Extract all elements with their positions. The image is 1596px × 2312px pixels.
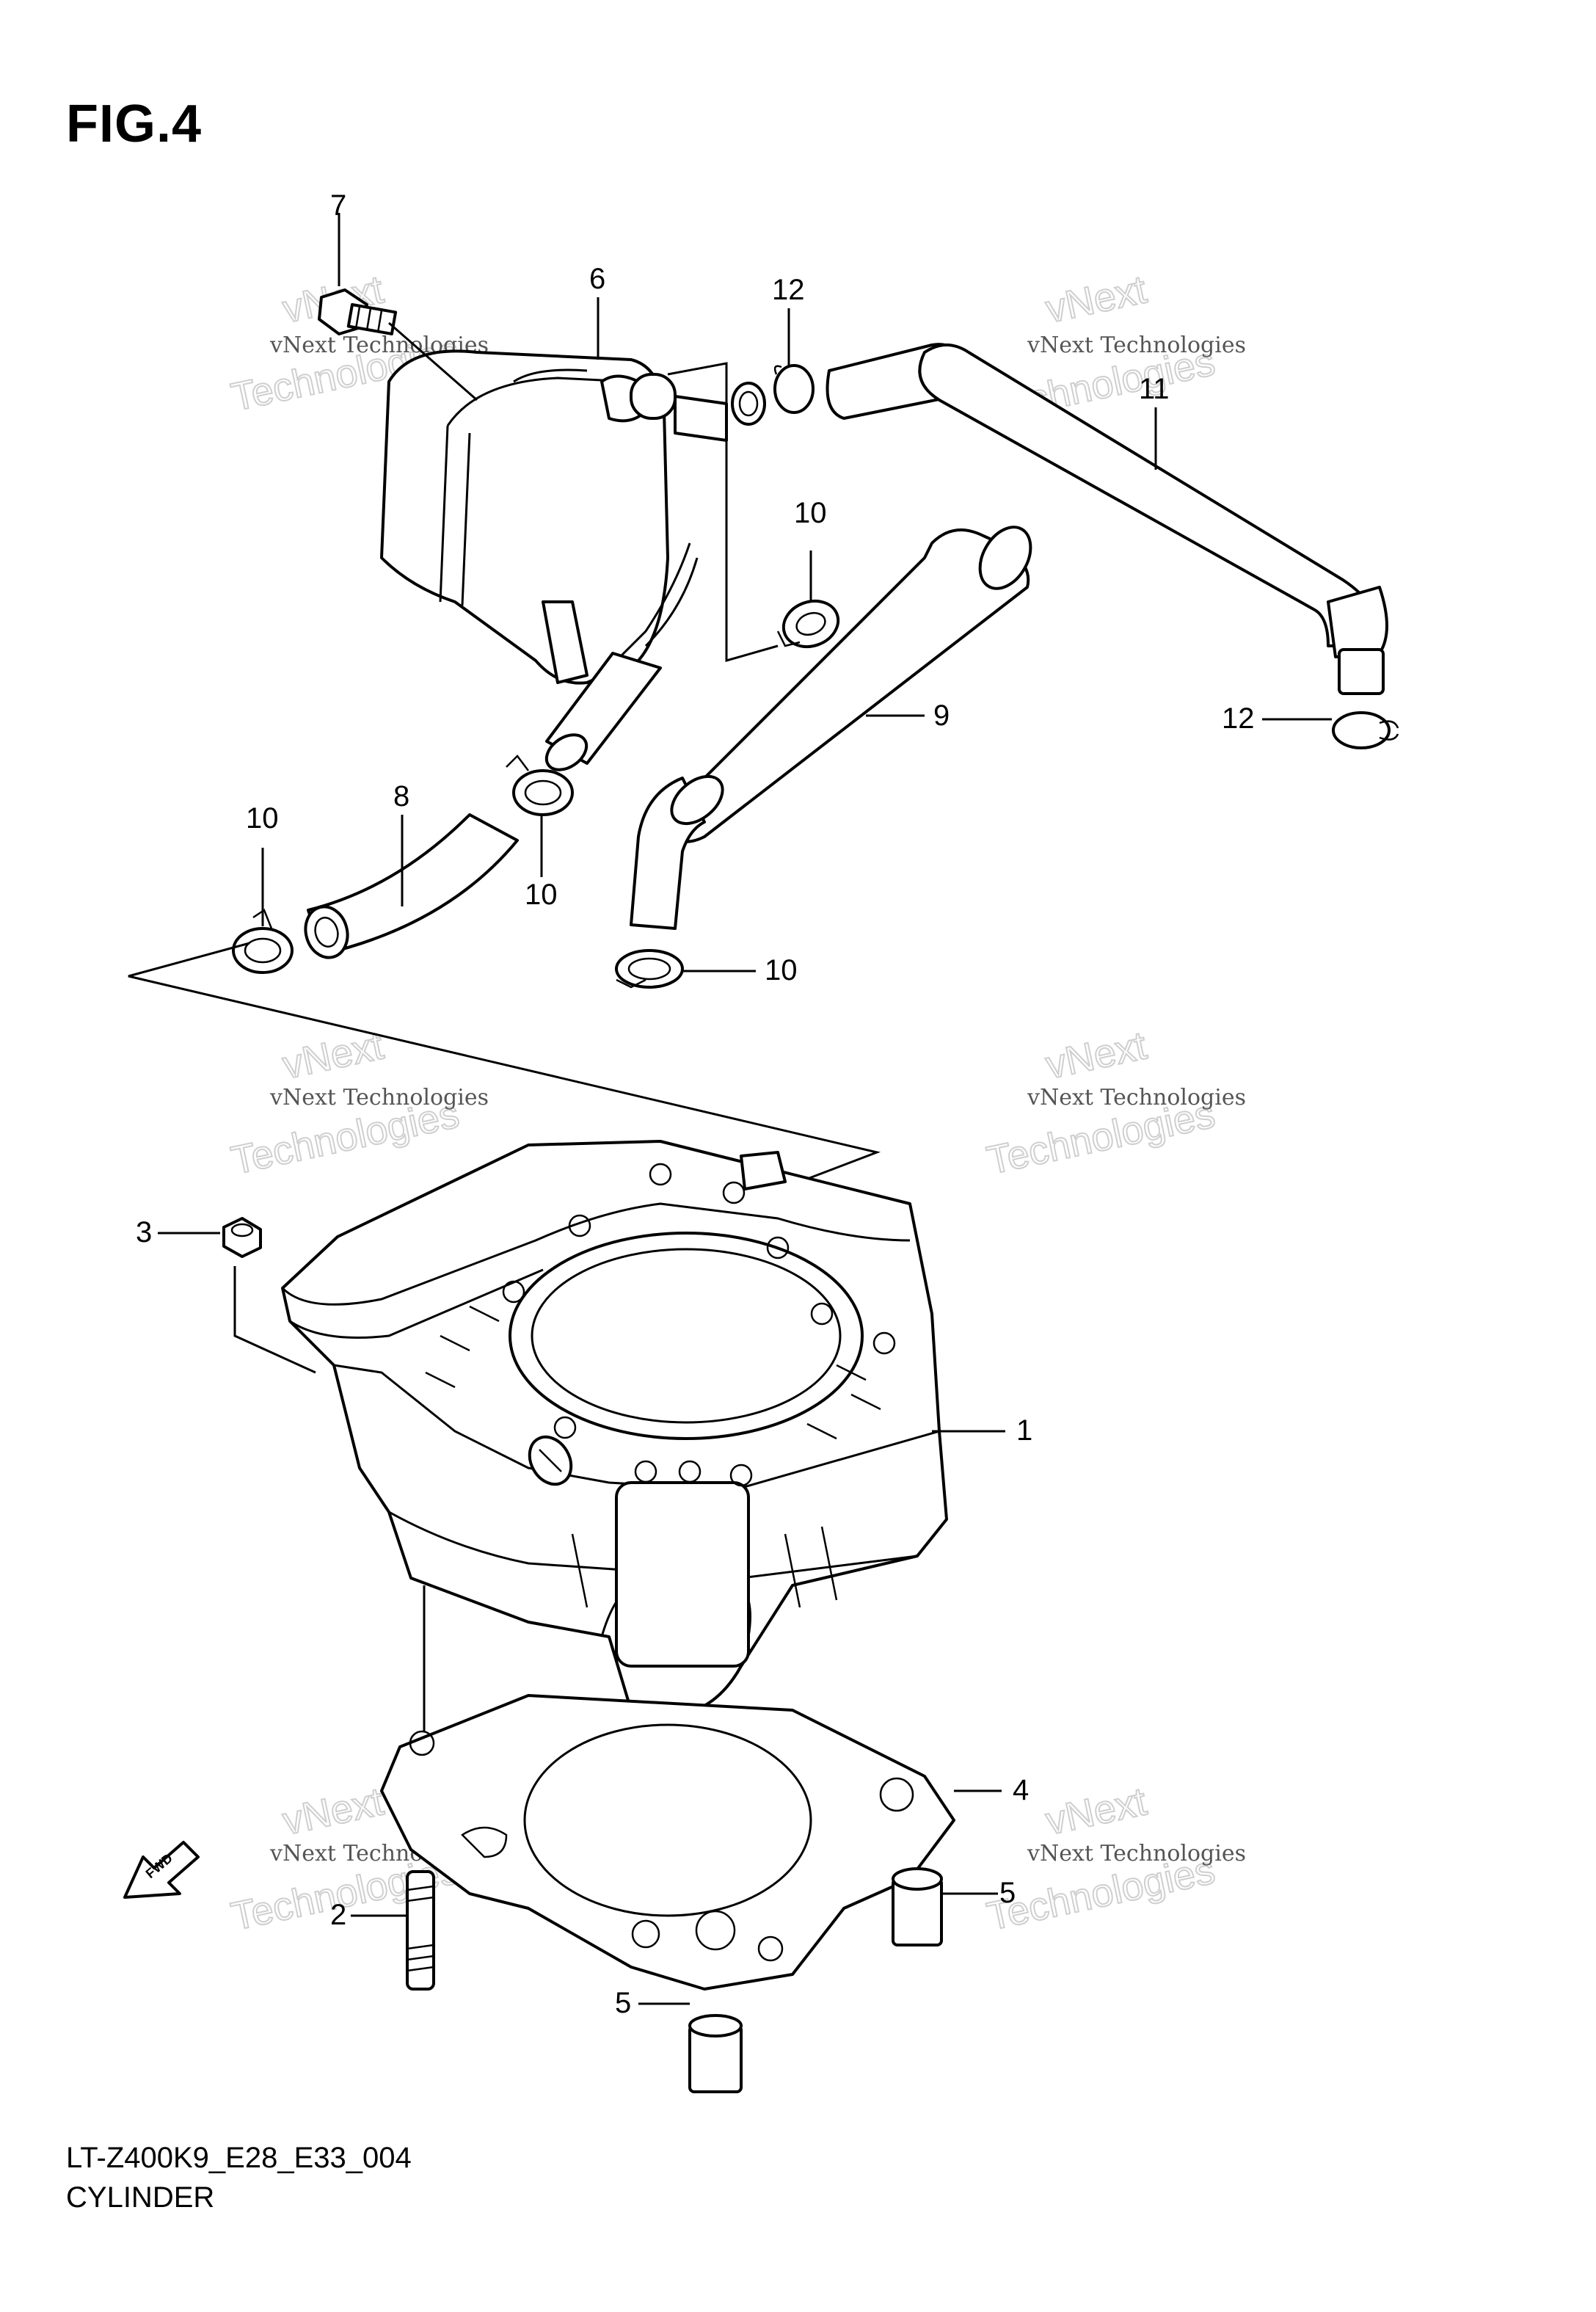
- part-9-hose: [630, 526, 1032, 930]
- part-12-ring-lower: [1332, 711, 1399, 749]
- svg-text:vNext Technologies: vNext Technologies: [1027, 1841, 1246, 1866]
- part-12-ring-upper: [773, 364, 815, 414]
- svg-text:vNext: vNext: [1042, 1023, 1151, 1087]
- callout-10-left: 10: [246, 802, 279, 835]
- callout-leaders: [158, 297, 1332, 2005]
- part-10-clamp-c: [232, 909, 294, 974]
- callout-5-right: 5: [999, 1877, 1016, 1909]
- callout-2: 2: [330, 1899, 346, 1931]
- callout-9: 9: [933, 699, 950, 732]
- part-2-stud: [406, 1870, 435, 1991]
- callout-7: 7: [330, 189, 346, 222]
- svg-text:vNext Technologies: vNext Technologies: [1027, 332, 1246, 358]
- callout-3: 3: [136, 1216, 152, 1248]
- callout-10-upper: 10: [794, 497, 827, 529]
- svg-text:vNext: vNext: [279, 1779, 387, 1843]
- svg-text:vNext: vNext: [1042, 267, 1151, 331]
- part-7-bolt: [318, 288, 478, 401]
- svg-text:vNext Technologies: vNext Technologies: [1027, 1085, 1246, 1110]
- callout-10-middle: 10: [525, 879, 558, 911]
- part-6-outlet-nipple: [630, 373, 766, 442]
- fwd-arrow-icon: FWD: [123, 1841, 200, 1899]
- part-10-clamp-b: [506, 755, 574, 816]
- part-5-dowel-bottom: [688, 2014, 743, 2093]
- figure-title: FIG.4: [66, 95, 203, 153]
- svg-text:vNext: vNext: [1042, 1779, 1151, 1843]
- footer-section-name: CYLINDER: [66, 2181, 215, 2214]
- footer-model-code: LT-Z400K9_E28_E33_004: [66, 2142, 412, 2174]
- callout-12-upper: 12: [772, 274, 805, 306]
- part-4-gasket: [380, 1694, 955, 1991]
- watermark-mid-left: vNext Technologies vNext Technologies: [227, 1022, 489, 1183]
- callout-12-lower: 12: [1222, 702, 1255, 735]
- callout-5-bottom: 5: [615, 1987, 631, 2019]
- callout-8: 8: [393, 780, 409, 813]
- part-8-hose: [304, 813, 519, 959]
- part-10-clamp-d: [615, 949, 684, 989]
- callout-4: 4: [1013, 1774, 1029, 1806]
- part-10-clamp-a: [776, 599, 840, 649]
- part-1-cylinder: [281, 1140, 948, 1717]
- part-5-dowel-right: [892, 1867, 943, 1946]
- part-3-nut: [222, 1217, 262, 1258]
- callout-11: 11: [1139, 373, 1170, 405]
- watermark-mid-right: vNext Technologies vNext Technologies: [983, 1022, 1246, 1183]
- callout-10-bottom: 10: [765, 954, 798, 986]
- part-6-lower-nipple: [544, 652, 662, 771]
- callout-1: 1: [1016, 1414, 1032, 1447]
- callout-6: 6: [589, 263, 605, 295]
- part-11-hose: [826, 343, 1388, 695]
- svg-text:vNext Technologies: vNext Technologies: [269, 1085, 489, 1110]
